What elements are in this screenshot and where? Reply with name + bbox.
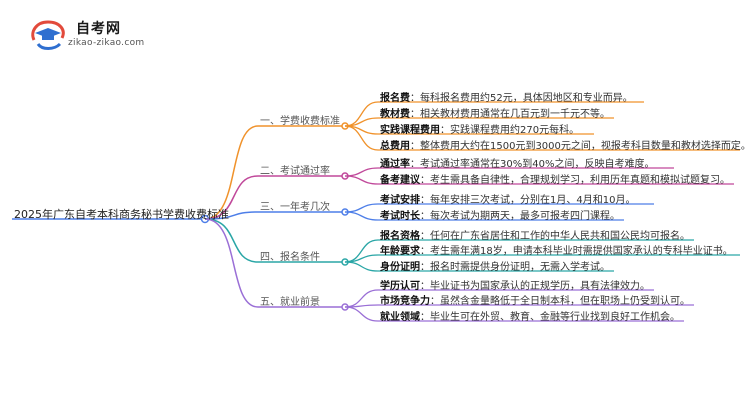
branch-connector — [204, 175, 259, 220]
leaf-text: ：实践课程费用约270元每科。 — [440, 125, 580, 136]
leaf-key: 报名资格 — [380, 231, 420, 242]
leaf-connector — [344, 125, 379, 151]
leaf-text: ：相关教材费用通常在几百元到一千元不等。 — [410, 109, 610, 120]
leaf-text: ：任何在广东省居住和工作的中华人民共和国公民均可报名。 — [420, 231, 690, 242]
leaf-item: 通过率：考试通过率通常在30%到40%之间，反映自考难度。 — [380, 155, 654, 170]
leaf-key: 市场竞争力 — [380, 296, 430, 307]
leaf-key: 学历认可 — [380, 281, 420, 292]
leaf-text: ：整体费用大约在1500元到3000元之间，视报考科目数量和教材选择而定。 — [410, 141, 750, 152]
leaf-item: 身份证明：报名时需提供身份证明，无需入学考试。 — [380, 258, 610, 273]
leaf-key: 年龄要求 — [380, 246, 420, 257]
branch-label: 五、就业前景 — [260, 297, 320, 308]
leaf-key: 实践课程费用 — [380, 125, 440, 136]
site-logo[interactable]: 自考网 zikao-zikao.com — [28, 16, 148, 56]
logo-url: zikao-zikao.com — [68, 38, 145, 48]
leaf-key: 报名费 — [380, 93, 410, 104]
branch-label: 一、学费收费标准 — [260, 116, 340, 127]
leaf-text: ：报名时需提供身份证明，无需入学考试。 — [420, 262, 610, 273]
leaf-text: ：毕业生可在外贸、教育、金融等行业找到良好工作机会。 — [420, 312, 680, 323]
leaf-key: 通过率 — [380, 159, 410, 170]
branch-label: 四、报名条件 — [260, 252, 320, 263]
leaf-connector — [344, 261, 379, 272]
branch-connector — [204, 218, 259, 308]
leaf-item: 备考建议：考生需具备自律性，合理规划学习，利用历年真题和模拟试题复习。 — [380, 171, 730, 186]
leaf-text: ：虽然含金量略低于全日制本科，但在职场上仍受到认可。 — [430, 296, 690, 307]
leaf-key: 总费用 — [380, 141, 410, 152]
leaf-text: ：每次考试为期两天，最多可报考四门课程。 — [420, 211, 620, 222]
leaf-item: 就业领域：毕业生可在外贸、教育、金融等行业找到良好工作机会。 — [380, 308, 680, 323]
leaf-item: 年龄要求：考生需年满18岁，申请本科毕业时需提供国家承认的专科毕业证书。 — [380, 242, 733, 257]
leaf-connector — [344, 203, 379, 213]
leaf-key: 考试时长 — [380, 211, 420, 222]
leaf-item: 学历认可：毕业证书为国家承认的正规学历，具有法律效力。 — [380, 277, 650, 292]
leaf-text: ：考生需具备自律性，合理规划学习，利用历年真题和模拟试题复习。 — [420, 175, 730, 186]
leaf-text: ：考试通过率通常在30%到40%之间，反映自考难度。 — [410, 159, 655, 170]
leaf-item: 报名资格：任何在广东省居住和工作的中华人民共和国公民均可报名。 — [380, 227, 690, 242]
branch-connector — [204, 211, 259, 220]
leaf-item: 考试时长：每次考试为期两天，最多可报考四门课程。 — [380, 207, 620, 222]
leaf-item: 教材费：相关教材费用通常在几百元到一千元不等。 — [380, 105, 610, 120]
graduation-cap-logo-icon — [31, 20, 65, 50]
branch-label: 三、一年考几次 — [260, 202, 330, 213]
leaf-connector — [344, 175, 379, 185]
mindmap-root: 2025年广东自考本科商务秘书学费收费标准 — [14, 208, 229, 221]
leaf-item: 总费用：整体费用大约在1500元到3000元之间，视报考科目数量和教材选择而定。 — [380, 137, 750, 152]
leaf-item: 实践课程费用：实践课程费用约270元每科。 — [380, 121, 579, 136]
leaf-key: 考试安排 — [380, 195, 420, 206]
leaf-item: 市场竞争力：虽然含金量略低于全日制本科，但在职场上仍受到认可。 — [380, 292, 690, 307]
leaf-connector — [344, 211, 379, 221]
leaf-text: ：毕业证书为国家承认的正规学历，具有法律效力。 — [420, 281, 650, 292]
leaf-item: 考试安排：每年安排三次考试，分别在1月、4月和10月。 — [380, 191, 635, 206]
leaf-item: 报名费：每科报名费用约52元，具体因地区和专业而异。 — [380, 89, 633, 104]
leaf-connector — [344, 167, 379, 177]
leaf-text: ：每年安排三次考试，分别在1月、4月和10月。 — [420, 195, 636, 206]
leaf-key: 教材费 — [380, 109, 410, 120]
leaf-text: ：每科报名费用约52元，具体因地区和专业而异。 — [410, 93, 633, 104]
leaf-key: 就业领域 — [380, 312, 420, 323]
leaf-key: 身份证明 — [380, 262, 420, 273]
logo-name: 自考网 — [76, 21, 121, 37]
leaf-text: ：考生需年满18岁，申请本科毕业时需提供国家承认的专科毕业证书。 — [420, 246, 733, 257]
branch-connector — [204, 125, 259, 220]
branch-connector — [204, 218, 259, 263]
leaf-key: 备考建议 — [380, 175, 420, 186]
branch-label: 二、考试通过率 — [260, 166, 330, 177]
leaf-connector — [344, 306, 379, 322]
